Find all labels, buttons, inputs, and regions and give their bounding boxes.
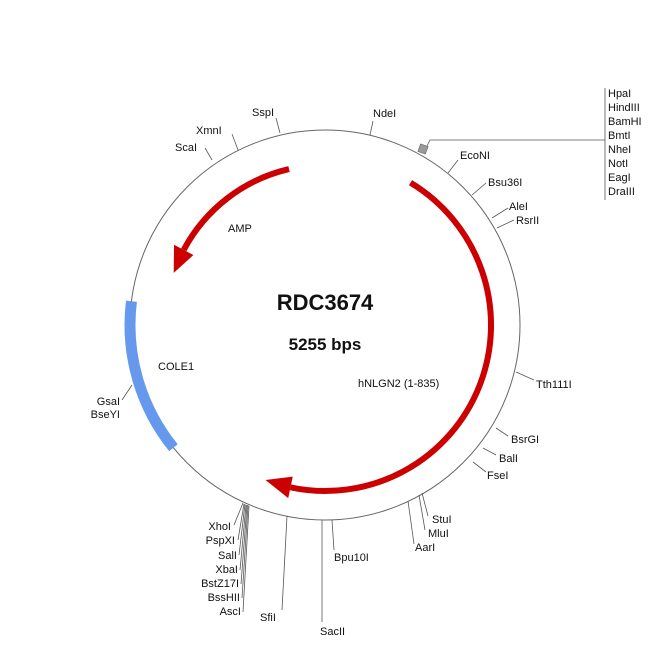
site-label: PspXI (206, 535, 235, 547)
site-label-ndei: NdeI (373, 108, 396, 120)
amp-arrowhead-icon (173, 244, 194, 273)
site-label-bsrgi: BsrGI (511, 434, 539, 446)
site-label: BmtI (608, 130, 631, 142)
site-label-fsei: FseI (487, 470, 508, 482)
site-label-xmni: XmnI (196, 125, 222, 137)
site-label-bsu36i: Bsu36I (488, 177, 522, 189)
site-label-rsrii: RsrII (516, 215, 539, 227)
site-label-alei: AleI (509, 201, 528, 213)
amp-arc (181, 166, 290, 252)
site-ticks (121, 88, 606, 622)
site-label: AscI (220, 606, 241, 618)
site-label: NheI (608, 144, 631, 156)
site-label: XhoI (208, 521, 231, 533)
site-label: HpaI (608, 88, 631, 100)
cole1-arc (124, 300, 178, 452)
site-label: SalI (218, 550, 237, 562)
feature-label-cole1: COLE1 (158, 361, 194, 373)
site-label-mlui: MluI (428, 528, 449, 540)
site-cluster-bottom-left: XhoI PspXI SalI XbaI BstZ17I BssHII AscI (201, 521, 241, 618)
site-label-aari: AarI (415, 542, 435, 554)
feature-label-amp: AMP (228, 223, 252, 235)
plasmid-length: 5255 bps (289, 335, 362, 354)
site-label: BssHII (208, 592, 240, 604)
hnlgn2-arrowhead-icon (265, 476, 293, 499)
site-label-bpu10i: Bpu10I (334, 552, 369, 564)
site-label-bali: BalI (499, 453, 518, 465)
site-label-sfii: SfiI (260, 612, 276, 624)
site-label-econi: EcoNI (460, 150, 490, 162)
site-label: BstZ17I (201, 578, 239, 590)
feature-label-hnlgn2: hNLGN2 (1-835) (358, 378, 439, 390)
site-label: HindIII (608, 102, 640, 114)
site-label: XbaI (215, 564, 238, 576)
site-cluster-marker (417, 143, 429, 155)
site-label-stui: StuI (432, 514, 452, 526)
site-label: EagI (608, 172, 631, 184)
plasmid-backbone (129, 129, 521, 521)
site-cluster-top-right: HpaI HindIII BamHI BmtI NheI NotI EagI D… (608, 88, 642, 198)
site-label-sacii: SacII (320, 626, 345, 638)
site-label: DraIII (608, 186, 635, 198)
site-label-scai: ScaI (175, 142, 197, 154)
site-label-tth111i: Tth111I (536, 379, 572, 391)
site-label: BamHI (608, 116, 642, 128)
site-label-gsai: GsaI (97, 396, 120, 408)
hnlgn2-arc (289, 180, 494, 494)
site-label-sspi: SspI (252, 107, 274, 119)
site-label: NotI (608, 158, 628, 170)
site-label-bseyi: BseYI (91, 409, 120, 421)
plasmid-name: RDC3674 (277, 290, 374, 315)
